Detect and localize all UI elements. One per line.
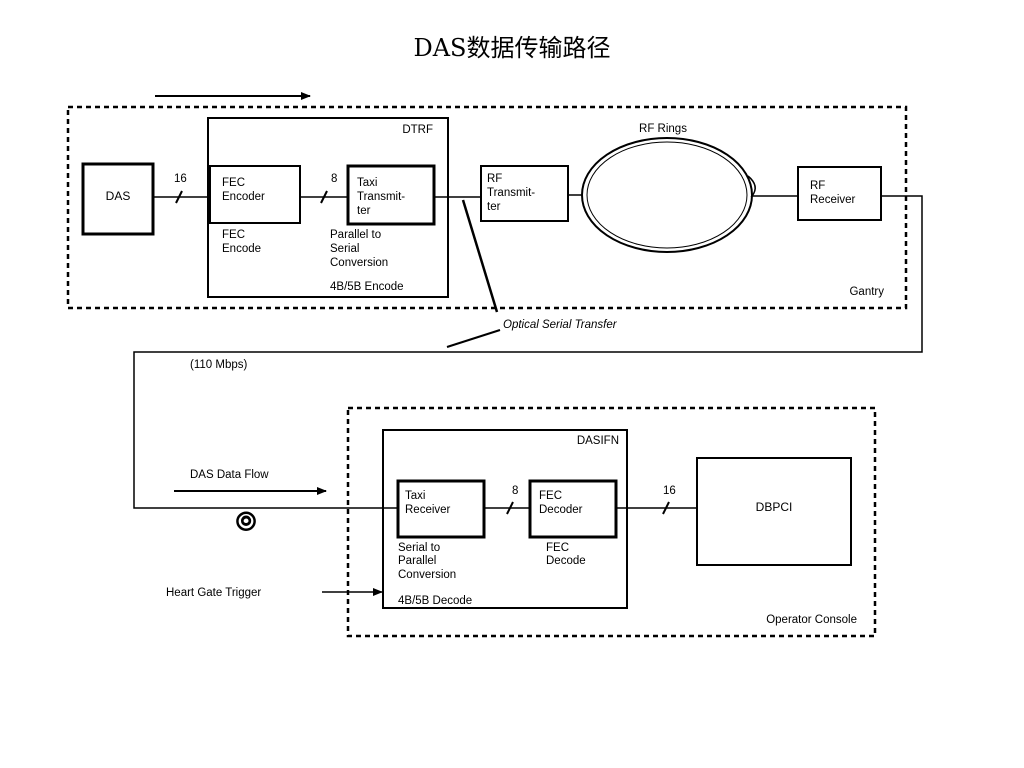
rf-transmitter-box (480, 165, 569, 222)
taxi-transmitter-box (346, 164, 436, 226)
optical-serial-transfer-label: Optical Serial Transfer (503, 319, 618, 331)
das-data-flow-label: DAS Data Flow (190, 469, 269, 481)
parallel-to-serial-caption: Parallel to Serial Conversion (330, 229, 388, 269)
dbpci-box (696, 457, 852, 566)
bus-slash-16-bottom (662, 501, 670, 515)
bus-16-bottom-label: 16 (663, 485, 676, 497)
bus-slash-16-top (175, 190, 183, 204)
taxi-receiver-box (396, 479, 486, 539)
bus-16-top-label: 16 (174, 173, 187, 185)
taxi-receiver-label: Taxi Receiver (405, 490, 451, 516)
rf-pickup (747, 175, 762, 197)
fec-encoder-box (209, 165, 301, 224)
bus-slash-8-bottom (506, 501, 514, 515)
gantry-boundary (66, 105, 908, 310)
fec-decoder-box (528, 479, 618, 539)
fec-encode-caption: FEC Encode (222, 229, 261, 255)
dasifn-label: DASIFN (577, 435, 619, 447)
rf-transmitter-label: RF Transmit- ter (487, 173, 538, 213)
optical-pointer-lower (446, 329, 501, 348)
rf-rings-label: RF Rings (639, 123, 687, 135)
bus-slash-8-top (320, 190, 328, 204)
rf-receiver-label: RF Receiver (810, 180, 856, 206)
rate-label: (110 Mbps) (190, 359, 247, 371)
page-title: DAS数据传输路径 (413, 34, 611, 62)
encode-footer: 4B/5B Encode (330, 281, 404, 293)
dasifn-box (382, 429, 628, 609)
dtrf-label: DTRF (402, 124, 433, 136)
das-box (81, 162, 155, 236)
serial-to-parallel-caption: Serial to Parallel Conversion (398, 542, 456, 581)
fec-encoder-label: FEC Encoder (222, 177, 265, 203)
optical-pointer-upper (461, 199, 499, 313)
heart-gate-trigger-label: Heart Gate Trigger (166, 587, 261, 599)
rf-ring (581, 137, 753, 253)
console-label: Operator Console (766, 614, 857, 626)
bus-8-top-label: 8 (331, 173, 337, 185)
console-boundary (346, 406, 877, 638)
das-box-label: DAS (106, 189, 131, 203)
bus-8-bottom-label: 8 (512, 485, 518, 497)
fiber-connector-icon: ⦾ (236, 506, 257, 536)
rf-receiver-box (797, 166, 882, 221)
gantry-label: Gantry (849, 286, 884, 298)
fec-decode-caption: FEC Decode (546, 542, 586, 567)
rf-ring-inner (586, 141, 748, 249)
taxi-transmitter-label: Taxi Transmit- ter (357, 177, 408, 217)
dbpci-label: DBPCI (756, 500, 793, 514)
fec-decoder-label: FEC Decoder (539, 490, 583, 516)
decode-footer: 4B/5B Decode (398, 595, 472, 607)
optical-fiber-line (133, 195, 923, 509)
dtrf-box (207, 117, 449, 298)
